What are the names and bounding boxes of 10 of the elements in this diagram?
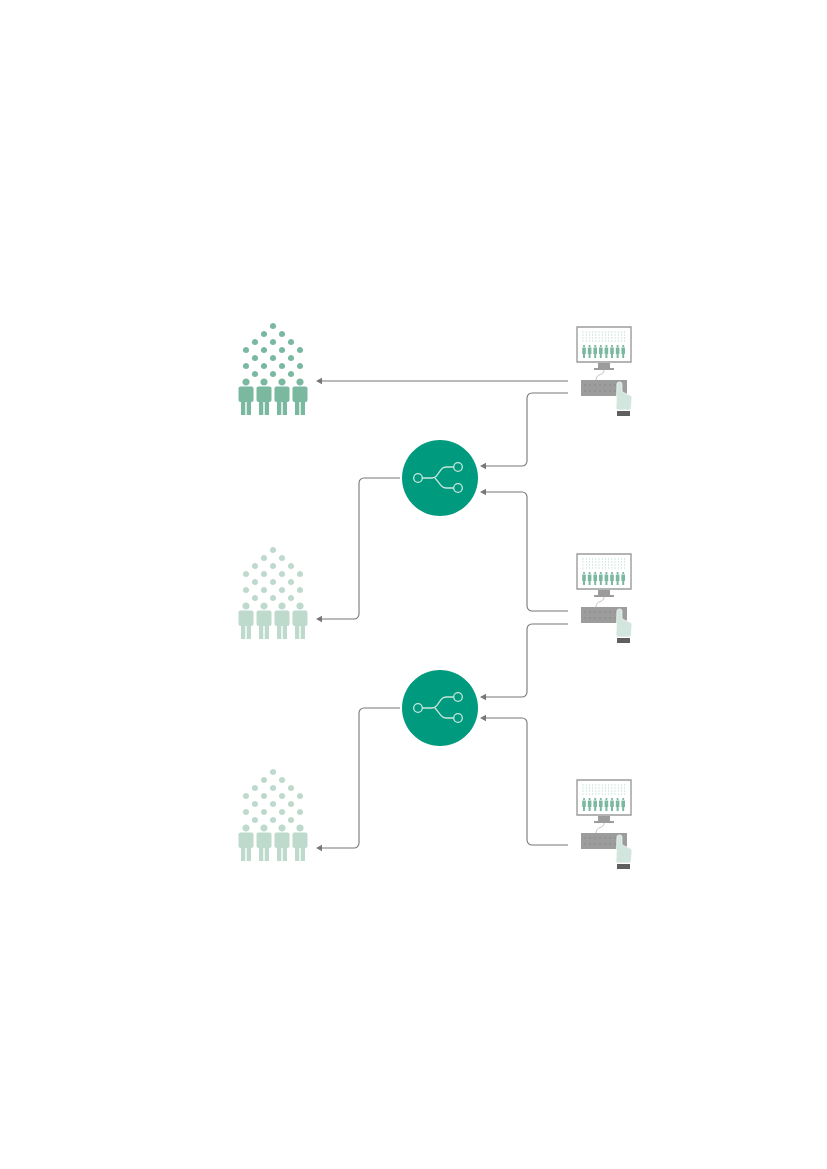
computer-drawing [576,779,633,869]
arrow [480,623,569,701]
computer-drawing [576,326,633,416]
arrow [316,707,401,852]
computer-drawing [576,553,633,643]
arrow [316,477,401,623]
arrow [480,392,569,470]
crowd-drawing [238,322,308,415]
crowd-drawing [238,768,308,861]
crowd-drawing [238,546,308,639]
